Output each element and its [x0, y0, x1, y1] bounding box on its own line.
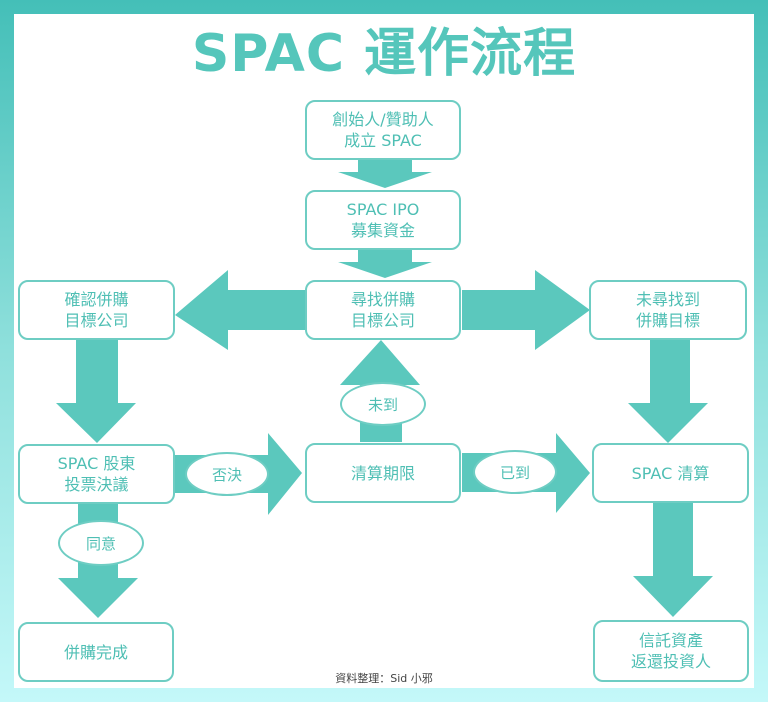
arrow-founders-to-ipo	[338, 160, 432, 188]
node-liquidate: SPAC 清算	[592, 443, 749, 503]
arrow-ipo-to-search	[338, 250, 432, 278]
source-credit: 資料整理：Sid 小邪	[335, 672, 433, 685]
node-complete: 併購完成	[18, 622, 174, 682]
node-not-found: 未尋找到 併購目標	[589, 280, 747, 340]
arrow-confirm-to-vote	[56, 340, 136, 443]
node-ipo: SPAC IPO 募集資金	[305, 190, 461, 250]
page-title: SPAC 運作流程	[191, 24, 577, 84]
node-return: 信託資產 返還投資人	[593, 620, 749, 682]
edge-label-reached: 已到	[473, 450, 557, 494]
edge-label-approved: 同意	[58, 520, 144, 566]
arrow-liquidate-to-return	[633, 502, 713, 617]
node-search: 尋找併購 目標公司	[305, 280, 461, 340]
arrow-search-to-confirm	[175, 270, 305, 350]
node-deadline: 清算期限	[305, 443, 461, 503]
edge-label-rejected: 否決	[185, 452, 269, 496]
node-confirm: 確認併購 目標公司	[18, 280, 175, 340]
arrow-search-to-not-found	[462, 270, 590, 350]
arrow-not-found-to-liquidate	[628, 340, 708, 443]
node-vote: SPAC 股東 投票決議	[18, 444, 175, 504]
edge-label-not-reached: 未到	[340, 382, 426, 426]
node-founders: 創始人/贊助人 成立 SPAC	[305, 100, 461, 160]
